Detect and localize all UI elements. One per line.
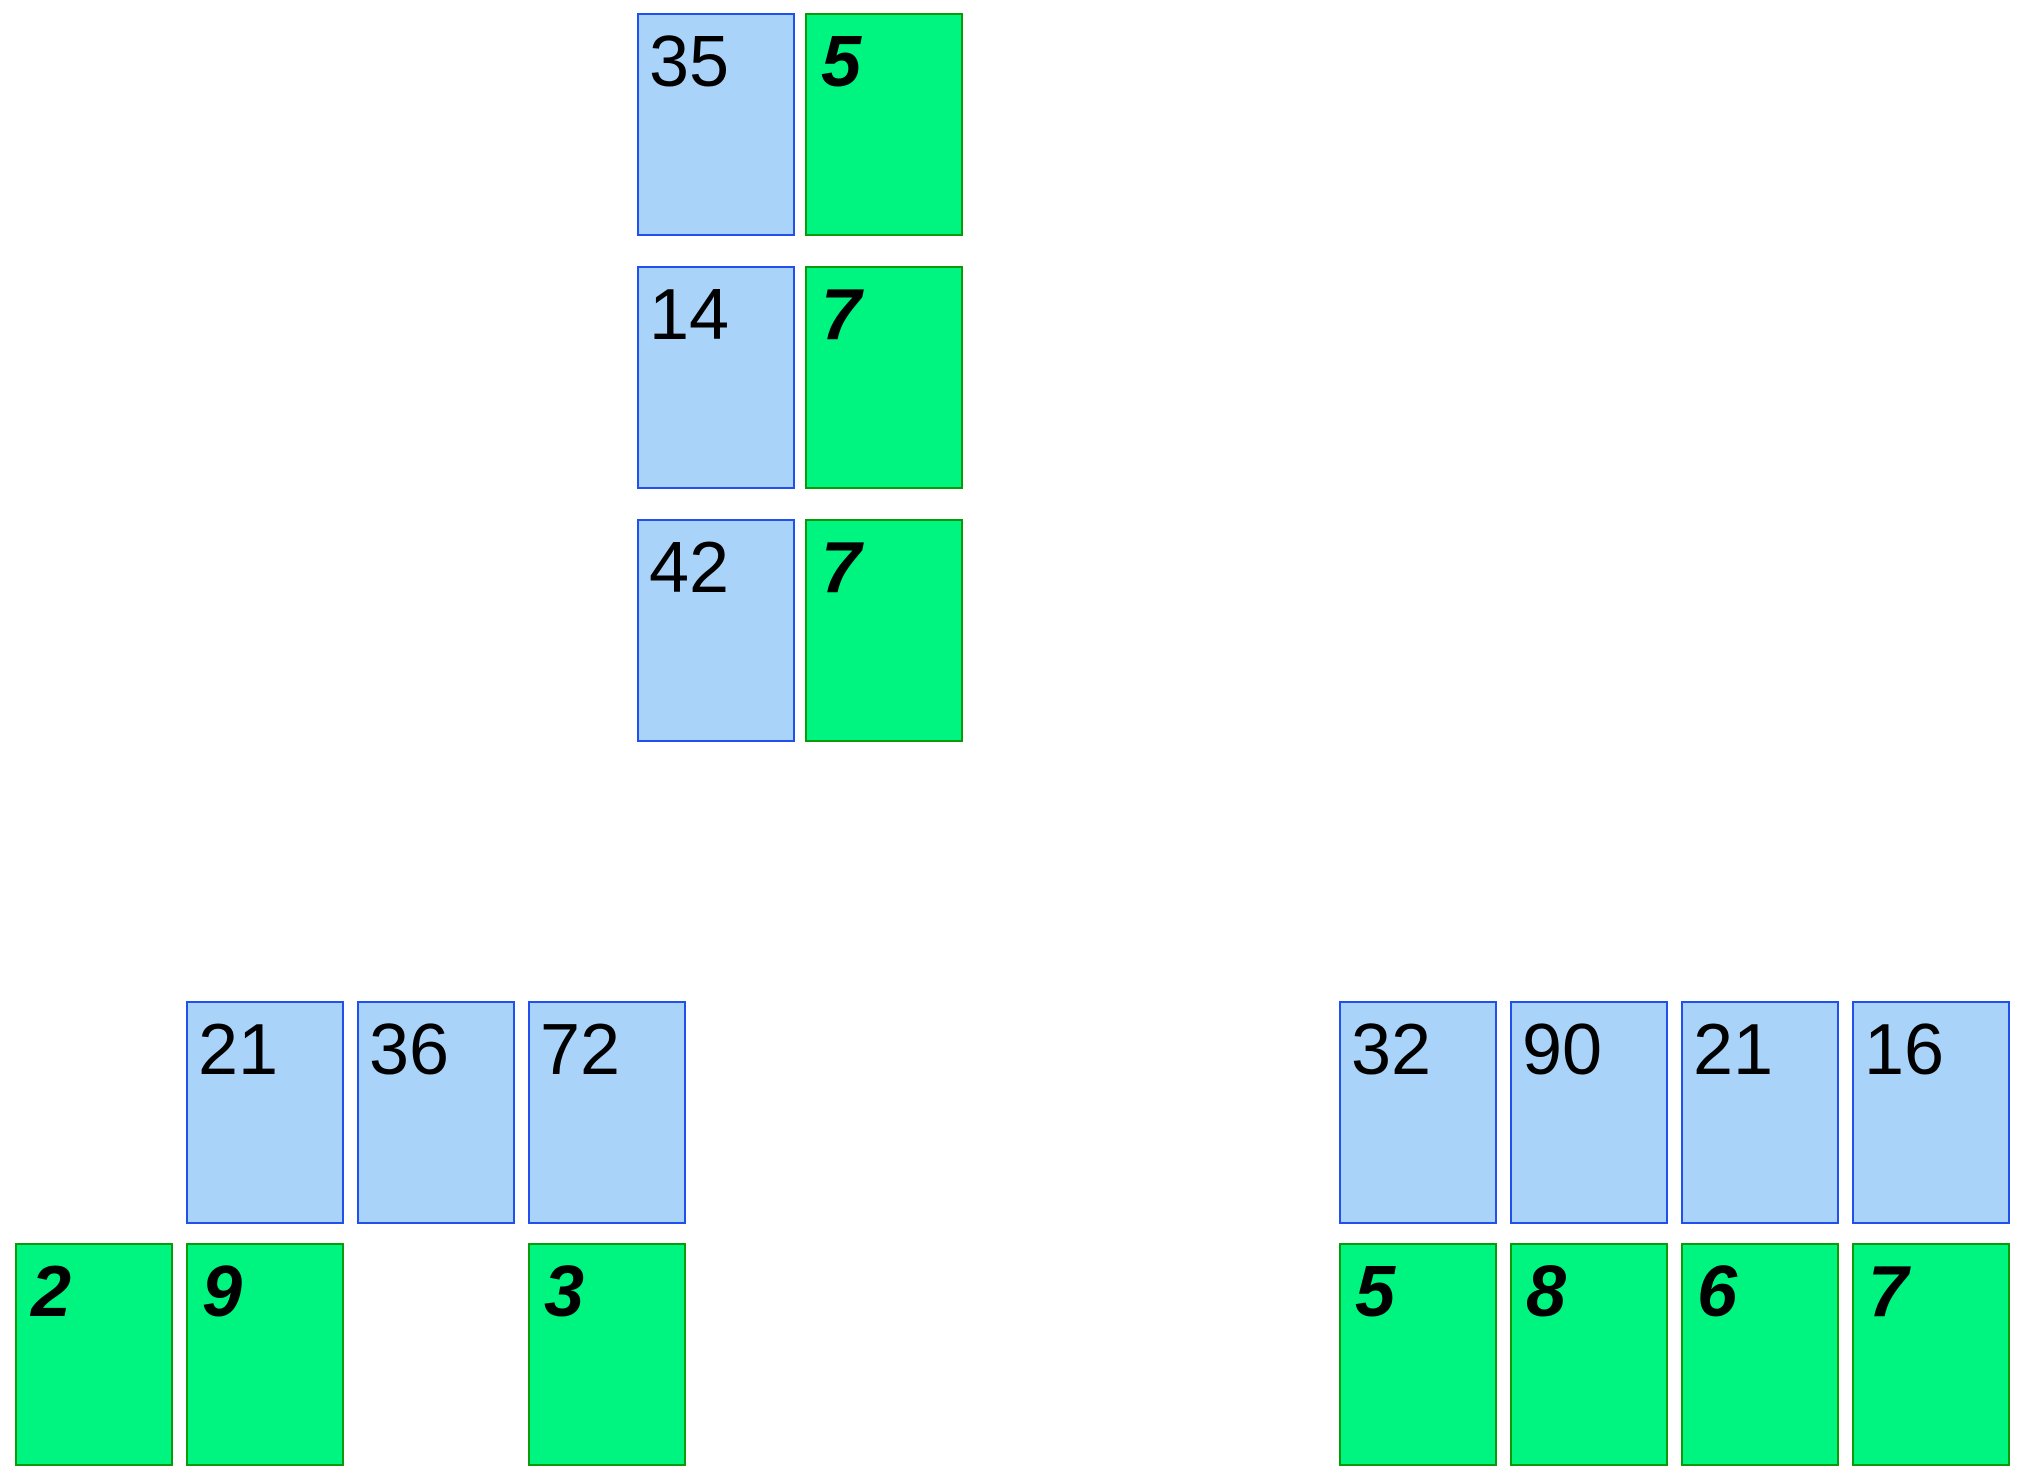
factor-card[interactable]: 2 (15, 1243, 173, 1466)
factor-card[interactable]: 8 (1510, 1243, 1668, 1466)
factor-card[interactable]: 9 (186, 1243, 344, 1466)
number-card[interactable]: 36 (357, 1001, 515, 1224)
number-card[interactable]: 21 (1681, 1001, 1839, 1224)
number-card[interactable]: 14 (637, 266, 795, 489)
number-card[interactable]: 72 (528, 1001, 686, 1224)
left-cards-group: 21 36 72 2 9 3 (15, 1001, 686, 1466)
factor-card[interactable]: 6 (1681, 1243, 1839, 1466)
factor-card[interactable]: 7 (805, 519, 963, 742)
number-card[interactable]: 32 (1339, 1001, 1497, 1224)
factor-card[interactable]: 5 (1339, 1243, 1497, 1466)
number-card[interactable]: 35 (637, 13, 795, 236)
number-card[interactable]: 90 (1510, 1001, 1668, 1224)
factor-card[interactable]: 7 (805, 266, 963, 489)
matched-pairs-group: 35 5 14 7 42 7 (637, 13, 963, 742)
factor-card[interactable]: 3 (528, 1243, 686, 1466)
factor-card[interactable]: 5 (805, 13, 963, 236)
number-card[interactable]: 16 (1852, 1001, 2010, 1224)
number-card[interactable]: 42 (637, 519, 795, 742)
number-card[interactable]: 21 (186, 1001, 344, 1224)
right-cards-group: 32 90 21 16 5 8 6 7 (1339, 1001, 2010, 1466)
factor-card[interactable]: 7 (1852, 1243, 2010, 1466)
